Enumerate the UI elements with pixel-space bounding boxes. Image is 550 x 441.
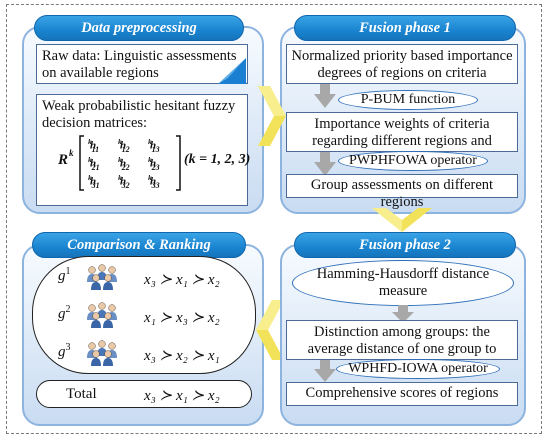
down-arrow-icon [314, 84, 336, 108]
diagram-frame [6, 4, 542, 434]
matrix-name: R [58, 152, 69, 168]
fusion2-step-comprehensive-scores: Comprehensive scores of regions [286, 382, 518, 406]
decision-matrix: R k hk11 hk12 hk13 hk21 hk22 hk23 hk31 hk32 hk33… [58, 134, 250, 194]
title-fusion-phase-2: Fusion phase 2 [294, 232, 516, 258]
matrix-index: (k = 1, 2, 3) [184, 152, 251, 167]
matrix-cell: hk11 [88, 138, 100, 154]
matrix-cell: hk32 [118, 174, 130, 190]
fusion2-step2-text: Comprehensive scores of regions [305, 385, 499, 401]
down-arrow-icon [314, 152, 336, 176]
operator-wphfd-iowa-label: WPHFD-IOWA operator [348, 361, 488, 376]
group-ranking: x₃ ≻ x₂ ≻ x₁ [144, 348, 220, 364]
matrix-cell: hk13 [148, 138, 160, 154]
total-ranking: x₃ ≻ x₁ ≻ x₂ [144, 388, 220, 404]
operator-pwphfowa-label: PWPHFOWA operator [349, 153, 477, 168]
raw-data-box: Raw data: Linguistic assessments on avai… [36, 44, 248, 84]
matrix-cell: hk22 [118, 156, 130, 172]
matrix-cell: hk21 [88, 156, 100, 172]
chevron-arrow-icon [258, 86, 286, 146]
operator-pwphfowa: PWPHFOWA operator [338, 151, 488, 171]
matrix-cell: hk23 [148, 156, 160, 172]
group-label: g3 [58, 342, 71, 360]
group-label: g1 [58, 266, 71, 284]
matrix-cell: hk12 [118, 138, 130, 154]
fusion1-step-importance-degrees: Normalized priority based importance deg… [286, 44, 518, 84]
ranking-groups-container [32, 256, 256, 374]
fusion1-step1-text: Normalized priority based importance deg… [291, 48, 513, 81]
title-comparison-ranking: Comparison & Ranking [32, 232, 246, 258]
title-data-preprocessing: Data preprocessing [34, 15, 244, 41]
chevron-arrow-icon [372, 208, 432, 232]
matrix-cell: hk31 [88, 174, 100, 190]
blue-triangle-icon [218, 58, 246, 84]
fusion1-step3-text: Group assessments on different regions [310, 177, 494, 210]
people-group-icon [87, 340, 117, 366]
fusion2-step-distinction: Distinction among groups: the average di… [286, 320, 518, 374]
matrices-label: Weak probabilistic hesitant fuzzy decisi… [42, 98, 236, 131]
hamming-hausdorff-measure: Hamming-Hausdorff distance measure [292, 260, 514, 306]
operator-p-bum-function: P-BUM function [338, 90, 478, 110]
hamming-hausdorff-text: Hamming-Hausdorff distance measure [316, 266, 490, 299]
chevron-arrow-icon [256, 300, 284, 360]
total-ranking-box [36, 380, 252, 408]
raw-data-text: Raw data: Linguistic assessments on avai… [42, 48, 237, 81]
matrix-superscript: k [69, 148, 74, 158]
people-group-icon [87, 302, 117, 328]
operator-p-bum-label: P-BUM function [360, 92, 456, 107]
title-fusion-phase-1: Fusion phase 1 [294, 15, 516, 41]
down-arrow-icon [314, 360, 336, 382]
operator-wphfd-iowa: WPHFD-IOWA operator [336, 359, 500, 379]
down-arrow-icon [392, 305, 414, 323]
group-label: g2 [58, 304, 71, 322]
fusion1-step-importance-weights: Importance weights of criteria regarding… [286, 112, 518, 166]
group-ranking: x₁ ≻ x₃ ≻ x₂ [144, 310, 220, 326]
people-group-icon [87, 264, 117, 290]
matrix-cell: hk33 [148, 174, 160, 190]
fusion1-step-group-assessments: Group assessments on different regions [286, 174, 518, 210]
total-label: Total [66, 386, 97, 402]
group-ranking: x₃ ≻ x₁ ≻ x₂ [144, 272, 220, 288]
matrices-box: Weak probabilistic hesitant fuzzy decisi… [36, 94, 248, 206]
matrix-brackets [79, 135, 181, 191]
